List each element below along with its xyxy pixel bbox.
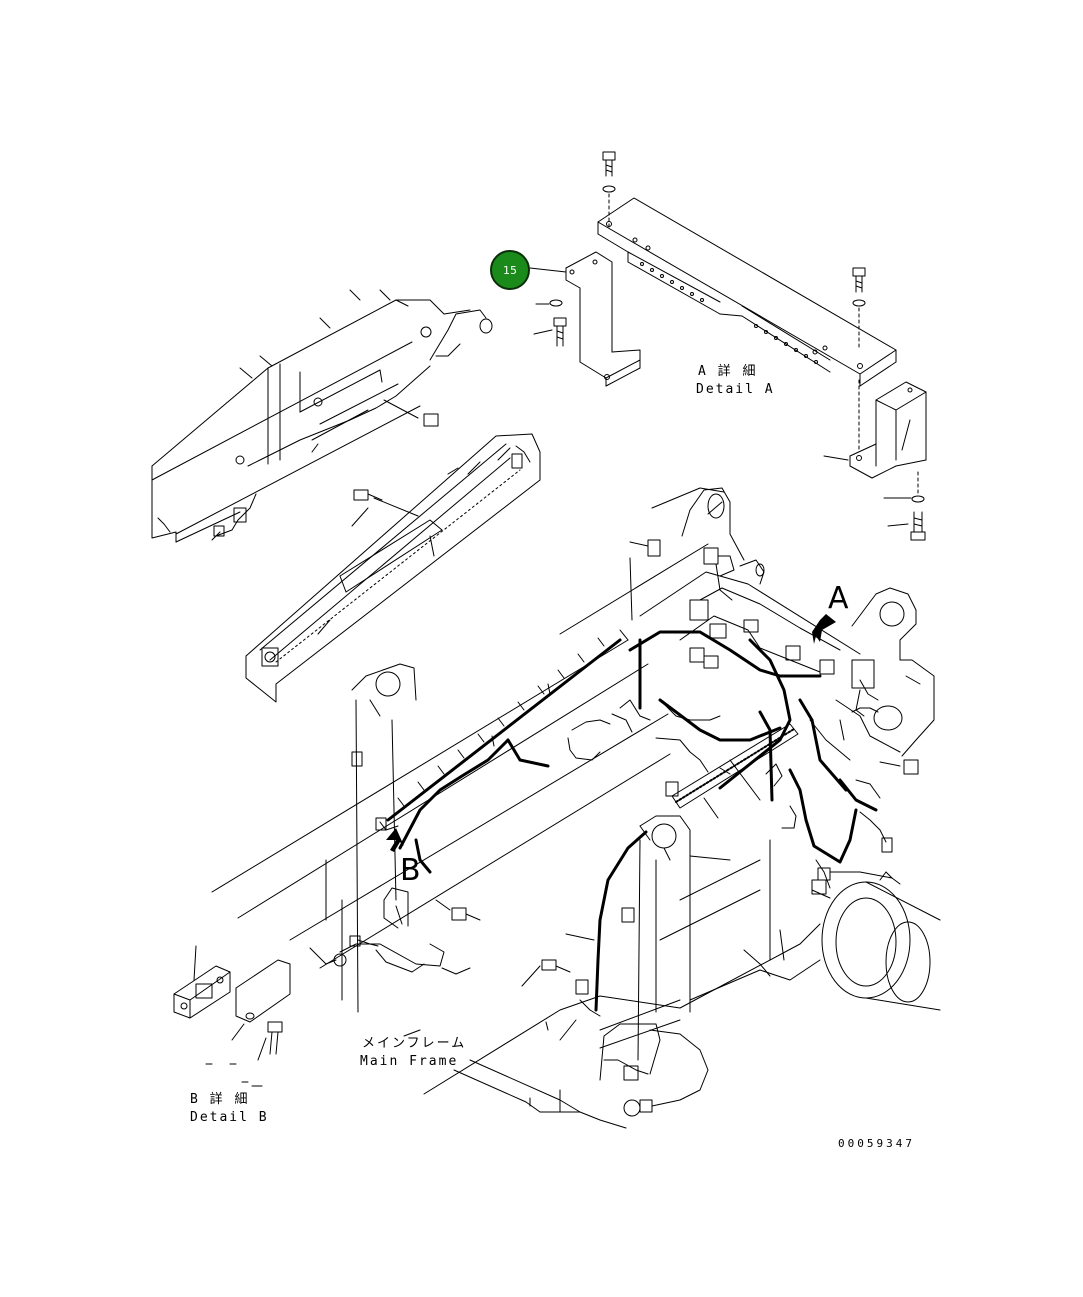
main-frame-label-jp: メインフレーム xyxy=(362,1036,467,1051)
part-callout-15[interactable]: 15 xyxy=(490,250,530,290)
valve-block-cluster xyxy=(567,539,919,889)
cylinder-left xyxy=(325,663,417,1013)
bolt-right-bottom xyxy=(883,471,926,541)
vertical-bracket-left xyxy=(565,251,641,387)
long-angle-bracket xyxy=(597,197,897,387)
view-arrow-b xyxy=(386,828,404,852)
bolt-top xyxy=(602,151,616,229)
callout-leader xyxy=(529,267,567,273)
wire-harness-main xyxy=(386,630,878,1012)
view-label-b: B xyxy=(400,853,421,888)
part-callout-number: 15 xyxy=(503,263,517,277)
main-frame-label-en: Main Frame xyxy=(360,1054,459,1069)
view-arrow-a xyxy=(812,614,836,644)
view-label-a: A xyxy=(828,581,849,616)
detail-b-title-en: Detail B xyxy=(190,1110,269,1125)
main-frame xyxy=(173,487,941,1129)
harness-lower-right xyxy=(639,723,799,841)
sensor-hose-lower xyxy=(565,933,709,1117)
upper-left-frame-section xyxy=(151,289,493,543)
detail-a-title-jp: A 詳 細 xyxy=(698,364,758,379)
middle-boom-section xyxy=(245,433,541,703)
axle-housing xyxy=(811,871,941,1011)
bolt-left xyxy=(533,299,567,347)
bolt-right-top xyxy=(852,267,866,451)
cylinder-center xyxy=(599,815,691,1061)
drawing-number: 00059347 xyxy=(838,1137,915,1150)
vertical-bracket-right xyxy=(823,381,927,479)
detail-a-bracket-assembly xyxy=(529,151,927,541)
detail-b-clamp xyxy=(173,945,291,1087)
detail-b-title-jp: B 詳 細 xyxy=(190,1092,250,1107)
detail-a-title-en: Detail A xyxy=(696,382,775,397)
